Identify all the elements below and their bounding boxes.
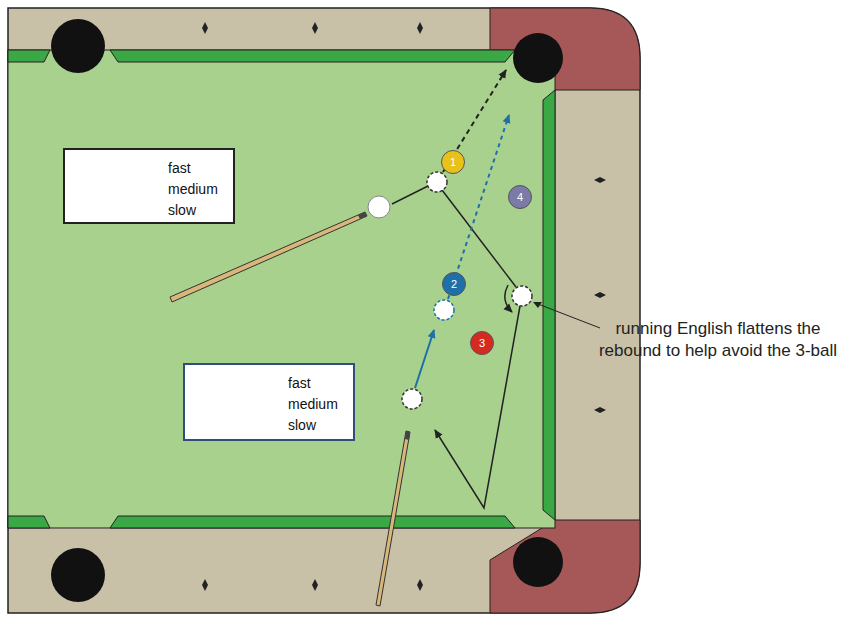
object-ball: 2 — [442, 272, 466, 296]
speed-label: fast — [168, 160, 191, 176]
ball-number: 1 — [450, 157, 456, 168]
speed-legend: fast medium slow — [183, 363, 355, 441]
ball-number: 4 — [517, 192, 523, 203]
speed-label: medium — [168, 181, 218, 197]
ball-number: 2 — [451, 279, 457, 290]
speed-label: slow — [288, 417, 316, 433]
object-ball: 4 — [508, 185, 532, 209]
speed-label: fast — [288, 375, 311, 391]
speed-label: medium — [288, 396, 338, 412]
speed-legend: fast medium slow — [63, 148, 235, 224]
callout-note: running English flattens the rebound to … — [599, 319, 837, 360]
object-ball: 1 — [441, 150, 465, 174]
ball-number: 3 — [479, 338, 485, 349]
callout-text: running English flattens the rebound to … — [598, 318, 838, 362]
speed-label: slow — [168, 202, 196, 218]
object-ball: 3 — [470, 331, 494, 355]
